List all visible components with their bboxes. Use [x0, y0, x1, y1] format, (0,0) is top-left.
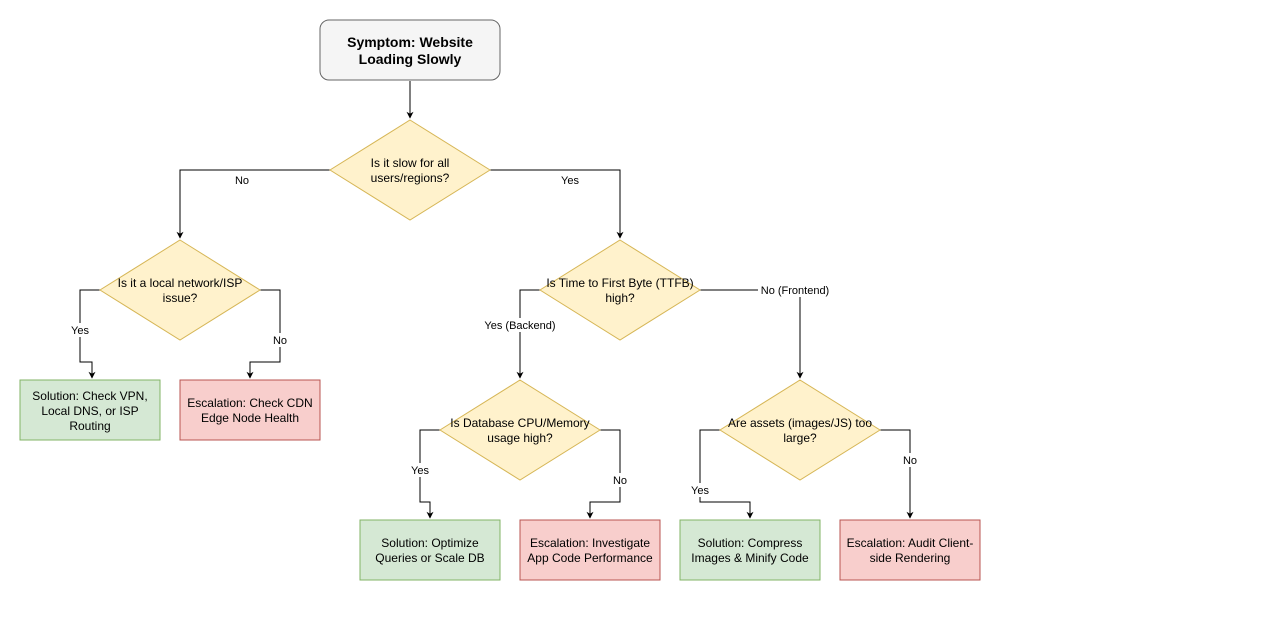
edge-label-all-yes: Yes	[561, 175, 579, 187]
edge-label-db-no: No	[613, 475, 627, 487]
edge-label-ttfb-no: No (Frontend)	[761, 285, 829, 297]
decision-ttfb-line1: Is Time to First Byte (TTFB)	[546, 276, 693, 290]
escalation-client-rendering-line2: side Rendering	[870, 551, 951, 565]
solution-check-vpn-line2: Local DNS, or ISP	[41, 404, 138, 418]
escalation-client-rendering-line1: Escalation: Audit Client-	[847, 536, 974, 550]
edge-local-no	[246, 289, 281, 379]
decision-database: Is Database CPU/Memory usage high?	[439, 379, 601, 481]
start-node: Symptom: Website Loading Slowly	[319, 19, 501, 81]
edge-label-local-no: No	[273, 335, 287, 347]
escalation-client-rendering: Escalation: Audit Client- side Rendering	[839, 519, 981, 581]
escalation-app-code-line2: App Code Performance	[527, 551, 653, 565]
escalation-check-cdn-line2: Edge Node Health	[201, 411, 299, 425]
decision-local-network-line2: issue?	[163, 291, 198, 305]
decision-all-users-line2: users/regions?	[371, 171, 450, 185]
edge-label-all-no: No	[235, 175, 249, 187]
edge-assets-yes	[699, 429, 754, 519]
escalation-check-cdn-line1: Escalation: Check CDN	[187, 396, 312, 410]
escalation-check-cdn: Escalation: Check CDN Edge Node Health	[179, 379, 321, 441]
decision-assets-line1: Are assets (images/JS) too	[728, 416, 872, 430]
decision-ttfb: Is Time to First Byte (TTFB) high?	[539, 239, 701, 341]
escalation-app-code-line1: Escalation: Investigate	[530, 536, 650, 550]
edge-label-ttfb-yes: Yes (Backend)	[484, 320, 555, 332]
escalation-app-code: Escalation: Investigate App Code Perform…	[519, 519, 661, 581]
solution-compress-images: Solution: Compress Images & Minify Code	[679, 519, 821, 581]
edge-label-assets-no: No	[903, 455, 917, 467]
decision-assets: Are assets (images/JS) too large?	[719, 379, 881, 481]
solution-optimize-queries: Solution: Optimize Queries or Scale DB	[359, 519, 501, 581]
decision-local-network-line1: Is it a local network/ISP	[118, 276, 243, 290]
solution-optimize-queries-line2: Queries or Scale DB	[375, 551, 484, 565]
edge-ttfb-yes	[516, 289, 540, 379]
edge-db-no	[586, 429, 621, 519]
solution-check-vpn-line3: Routing	[69, 419, 110, 433]
edge-labels: No Yes Yes No Yes (Backend) No (Frontend…	[68, 173, 920, 497]
edge-db-yes	[419, 429, 440, 519]
edge-label-db-yes: Yes	[411, 465, 429, 477]
decision-all-users-line1: Is it slow for all	[371, 156, 450, 170]
edge-ttfb-no	[700, 289, 804, 379]
edge-assets-no	[880, 429, 914, 519]
edge-label-assets-yes: Yes	[691, 485, 709, 497]
edge-all-yes	[490, 169, 624, 239]
decision-database-line1: Is Database CPU/Memory	[450, 416, 589, 430]
solution-compress-images-line2: Images & Minify Code	[691, 551, 809, 565]
decision-local-network: Is it a local network/ISP issue?	[99, 239, 261, 341]
edges	[79, 81, 914, 519]
solution-compress-images-line1: Solution: Compress	[698, 536, 803, 550]
solution-optimize-queries-line1: Solution: Optimize	[381, 536, 479, 550]
edge-label-local-yes: Yes	[71, 325, 89, 337]
edge-all-no	[176, 169, 330, 239]
start-node-line2: Loading Slowly	[359, 51, 462, 67]
solution-check-vpn: Solution: Check VPN, Local DNS, or ISP R…	[19, 379, 161, 441]
decision-assets-line2: large?	[783, 431, 817, 445]
start-node-line1: Symptom: Website	[347, 34, 473, 50]
edge-local-yes	[79, 289, 100, 379]
decision-ttfb-line2: high?	[605, 291, 635, 305]
solution-check-vpn-line1: Solution: Check VPN,	[32, 389, 147, 403]
decision-all-users: Is it slow for all users/regions?	[329, 119, 491, 221]
decision-database-line2: usage high?	[487, 431, 553, 445]
